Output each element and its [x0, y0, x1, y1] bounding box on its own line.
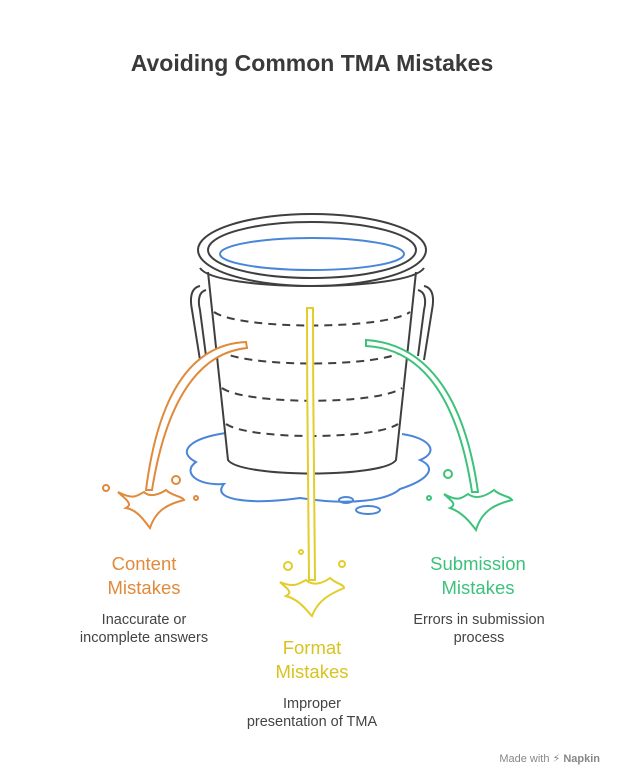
submission-mistakes-label: Submission Mistakes: [408, 552, 548, 600]
submission-label-line1: Submission: [430, 553, 526, 574]
napkin-logo-icon: ⚡: [552, 753, 561, 765]
bucket-rim-base: [199, 267, 425, 287]
format-mistakes-description: Improper presentation of TMA: [222, 695, 402, 731]
bucket-handle-right-inner: [417, 289, 427, 357]
content-label-line1: Content: [111, 553, 177, 574]
submission-drop: [426, 495, 432, 501]
format-desc-line2: presentation of TMA: [246, 714, 378, 730]
napkin-footer: Made with ⚡ Napkin: [499, 752, 600, 765]
content-drop: [171, 475, 181, 485]
format-desc-line1: Improper: [282, 696, 342, 712]
submission-desc-line2: process: [453, 630, 505, 646]
format-label-line1: Format: [282, 637, 342, 658]
footer-brand: Napkin: [563, 753, 600, 765]
diagram-title: Avoiding Common TMA Mistakes: [130, 50, 494, 76]
submission-leak-splash: [443, 488, 514, 533]
bucket-rim-outer: [197, 213, 427, 287]
format-drop: [283, 561, 293, 571]
submission-desc-line1: Errors in submission: [413, 612, 545, 628]
bucket-handle-left: [190, 285, 201, 361]
content-label-line2: Mistakes: [107, 577, 181, 598]
footer-made-with: Made with: [499, 753, 550, 765]
content-desc-line2: incomplete answers: [79, 630, 209, 646]
format-drop: [298, 549, 304, 555]
submission-mistakes-description: Errors in submission process: [389, 611, 569, 647]
submission-label-line2: Mistakes: [441, 577, 515, 598]
content-desc-line1: Inaccurate or: [101, 612, 187, 628]
format-label-line2: Mistakes: [275, 661, 349, 682]
content-drop: [102, 484, 110, 492]
water-drop: [355, 505, 381, 515]
content-drop: [193, 495, 199, 501]
format-leak-splash: [279, 576, 346, 618]
water-drop: [338, 496, 354, 504]
submission-drop: [443, 469, 453, 479]
bucket-rim-inner: [207, 221, 417, 279]
bucket-handle-right: [423, 285, 434, 361]
content-mistakes-label: Content Mistakes: [84, 552, 204, 600]
bucket-handle-left-inner: [197, 289, 207, 357]
content-mistakes-description: Inaccurate or incomplete answers: [54, 611, 234, 647]
bucket-ring: [217, 349, 407, 365]
content-leak-stream: [144, 340, 249, 491]
bucket-water-surface: [219, 237, 405, 271]
submission-leak-stream: [365, 338, 480, 493]
format-leak-stream: [305, 307, 317, 581]
format-mistakes-label: Format Mistakes: [252, 636, 372, 684]
format-drop: [338, 560, 346, 568]
content-leak-splash: [117, 488, 186, 531]
water-puddle: [185, 432, 432, 503]
